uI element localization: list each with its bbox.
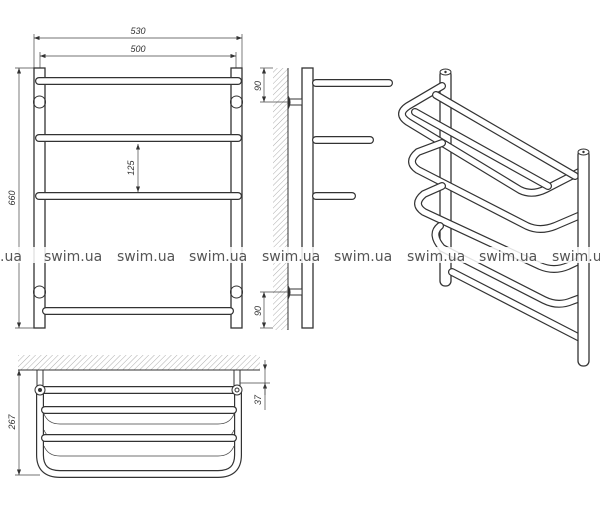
dimension-500: 500: [130, 44, 145, 54]
watermark-text: swim.ua: [552, 249, 600, 265]
side-post: [301, 67, 314, 329]
watermark-text: swim.ua: [262, 249, 320, 265]
watermark-text: swim.ua: [479, 249, 537, 265]
isometric-view: [398, 68, 590, 367]
dimension-660: 660: [7, 190, 17, 205]
watermark-text: swim.ua: [117, 249, 175, 265]
top-view: 267 37: [7, 355, 270, 478]
dimension-37: 37: [253, 394, 263, 405]
side-view: 90 90: [253, 67, 393, 330]
watermark-text: swim.ua: [44, 249, 102, 265]
dimension-90-top: 90: [253, 81, 263, 91]
rails: [35, 77, 242, 315]
watermark-partial: .ua: [0, 249, 22, 265]
dimension-125: 125: [126, 160, 136, 176]
watermark-text: swim.ua: [407, 249, 465, 265]
dimension-90-bottom: 90: [253, 306, 263, 316]
dimension-530: 530: [130, 26, 145, 36]
watermark-text: swim.ua: [189, 249, 247, 265]
front-view: 530 500 660 125: [7, 26, 243, 329]
watermark-text: swim.ua: [334, 249, 392, 265]
wall-mounts: [33, 95, 243, 299]
watermark: .ua swim.ua swim.ua swim.ua swim.ua swim…: [0, 247, 600, 265]
dimension-267: 267: [7, 414, 17, 431]
